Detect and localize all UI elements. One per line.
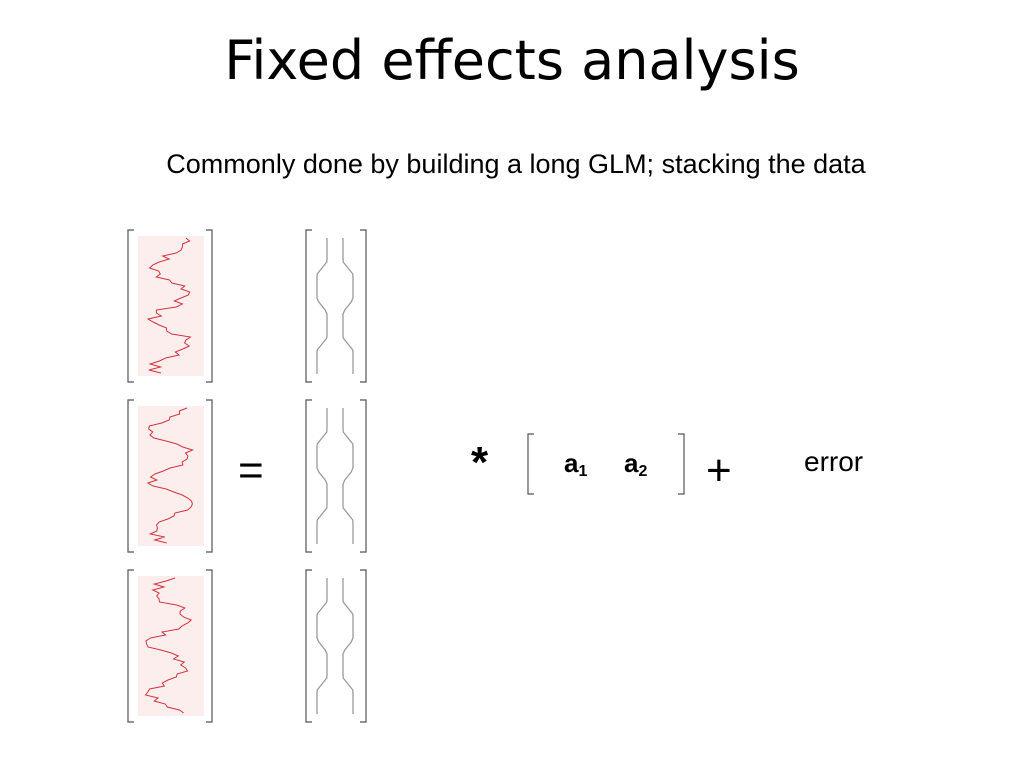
data-block-1-background: [138, 236, 204, 376]
data-block-1-right-bracket: [206, 229, 213, 383]
design-regressor-2-2: [342, 408, 354, 544]
data-block-2-background: [138, 406, 204, 546]
coefficient-vector-left-bracket: [527, 433, 534, 495]
data-trace-3: [144, 577, 193, 714]
error-label: error: [804, 446, 864, 477]
coefficient-a1: a1: [564, 448, 588, 480]
data-trace-1: [146, 237, 192, 374]
coefficient-vector-right-bracket: [678, 433, 685, 495]
data-block-3-background: [138, 576, 204, 716]
data-block-1-left-bracket: [127, 229, 134, 383]
slide-title: Fixed effects analysis: [224, 29, 800, 92]
design-regressor-1-2: [342, 238, 354, 374]
coefficient-a2: a2: [624, 448, 648, 480]
design-regressor-3-2: [342, 578, 354, 714]
design-block-2-left-bracket: [305, 399, 312, 553]
design-regressor-1-1: [316, 238, 328, 374]
design-block-3-left-bracket: [305, 569, 312, 723]
design-regressor-2-1: [316, 408, 328, 544]
slide-subtitle: Commonly done by building a long GLM; st…: [166, 149, 866, 179]
data-block-2-right-bracket: [206, 399, 213, 553]
design-block-3-right-bracket: [360, 569, 367, 723]
plus-sign: +: [706, 446, 732, 495]
data-trace-2: [146, 407, 195, 544]
equals-sign: =: [238, 446, 264, 495]
multiply-sign: *: [471, 438, 489, 487]
design-block-2-right-bracket: [360, 399, 367, 553]
design-block-1-right-bracket: [360, 229, 367, 383]
data-block-2-left-bracket: [127, 399, 134, 553]
data-block-3-left-bracket: [127, 569, 134, 723]
data-block-3-right-bracket: [206, 569, 213, 723]
design-block-1-left-bracket: [305, 229, 312, 383]
design-regressor-3-1: [316, 578, 328, 714]
